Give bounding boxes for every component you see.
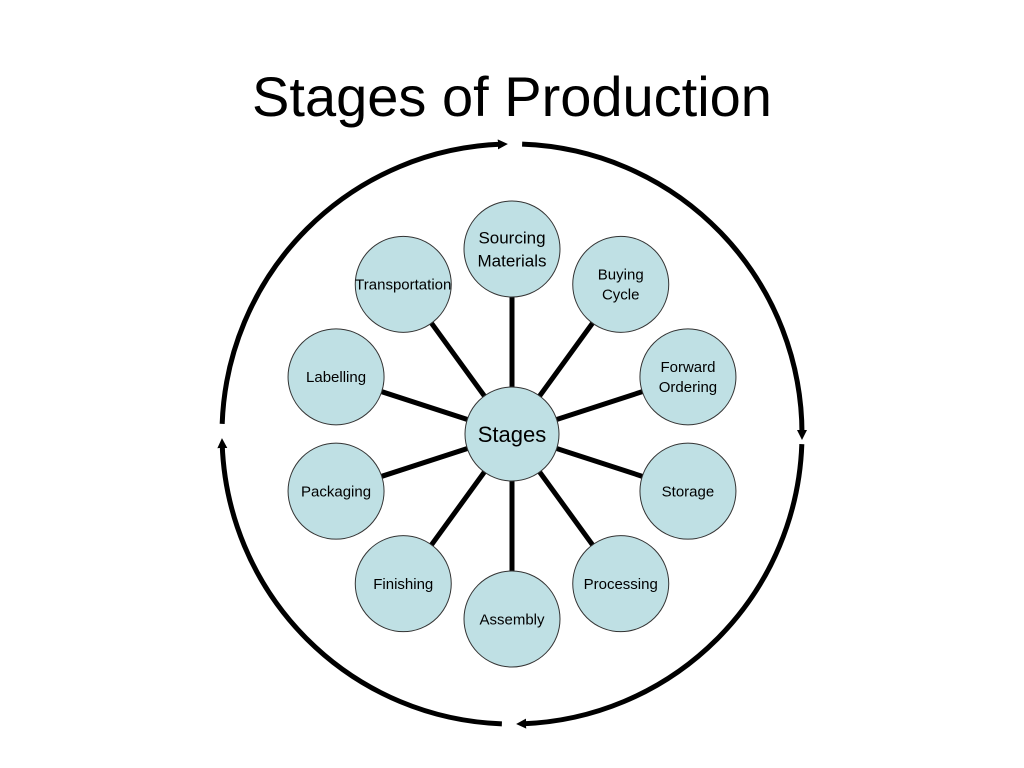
- stage-label-8-0: Labelling: [306, 369, 366, 386]
- stage-circle-0: [463, 200, 561, 298]
- slide-title: Stages of Production: [252, 65, 772, 128]
- stage-label-0-1: Materials: [478, 251, 547, 270]
- cycle-arrow-1: [522, 141, 807, 440]
- stage-circle-4: [572, 535, 670, 633]
- stage-label-1-1: Cycle: [602, 287, 640, 304]
- stage-label-7-0: Packaging: [301, 483, 371, 500]
- cycle-arrow-3: [217, 438, 502, 727]
- hub-node: Stages: [464, 386, 560, 482]
- stage-node-6: Finishing: [354, 535, 452, 633]
- stage-node-7: Packaging: [287, 442, 385, 540]
- stage-node-9: Transportation: [354, 235, 452, 333]
- stage-circle-6: [354, 535, 452, 633]
- hub-circle: [464, 386, 560, 482]
- stage-label-0-0: Sourcing: [478, 228, 545, 247]
- stage-circle-9: [354, 235, 452, 333]
- stage-node-5: Assembly: [463, 570, 561, 668]
- cycle-arrows: [217, 139, 807, 729]
- stage-circle-7: [287, 442, 385, 540]
- hub-label: Stages: [478, 422, 547, 447]
- stage-circle-5: [463, 570, 561, 668]
- stage-node-8: Labelling: [287, 328, 385, 426]
- stage-label-2-0: Forward: [660, 359, 715, 376]
- stage-circle-8: [287, 328, 385, 426]
- stage-node-3: Storage: [639, 442, 737, 540]
- stage-label-9-0: Transportation: [355, 277, 451, 294]
- stage-label-3-0: Storage: [662, 483, 715, 500]
- stage-label-5-0: Assembly: [479, 611, 545, 628]
- cycle-arrow-0: [219, 139, 508, 424]
- stage-circle-1: [572, 235, 670, 333]
- stage-nodes: SourcingMaterialsBuyingCycleForwardOrder…: [287, 200, 737, 668]
- stage-node-4: Processing: [572, 535, 670, 633]
- stage-circle-2: [639, 328, 737, 426]
- stage-label-4-0: Processing: [584, 576, 658, 593]
- stage-label-1-0: Buying: [598, 267, 644, 284]
- stage-circle-3: [639, 442, 737, 540]
- stage-label-2-1: Ordering: [659, 379, 717, 396]
- cycle-arrow-2: [516, 444, 805, 729]
- stage-label-6-0: Finishing: [373, 576, 433, 593]
